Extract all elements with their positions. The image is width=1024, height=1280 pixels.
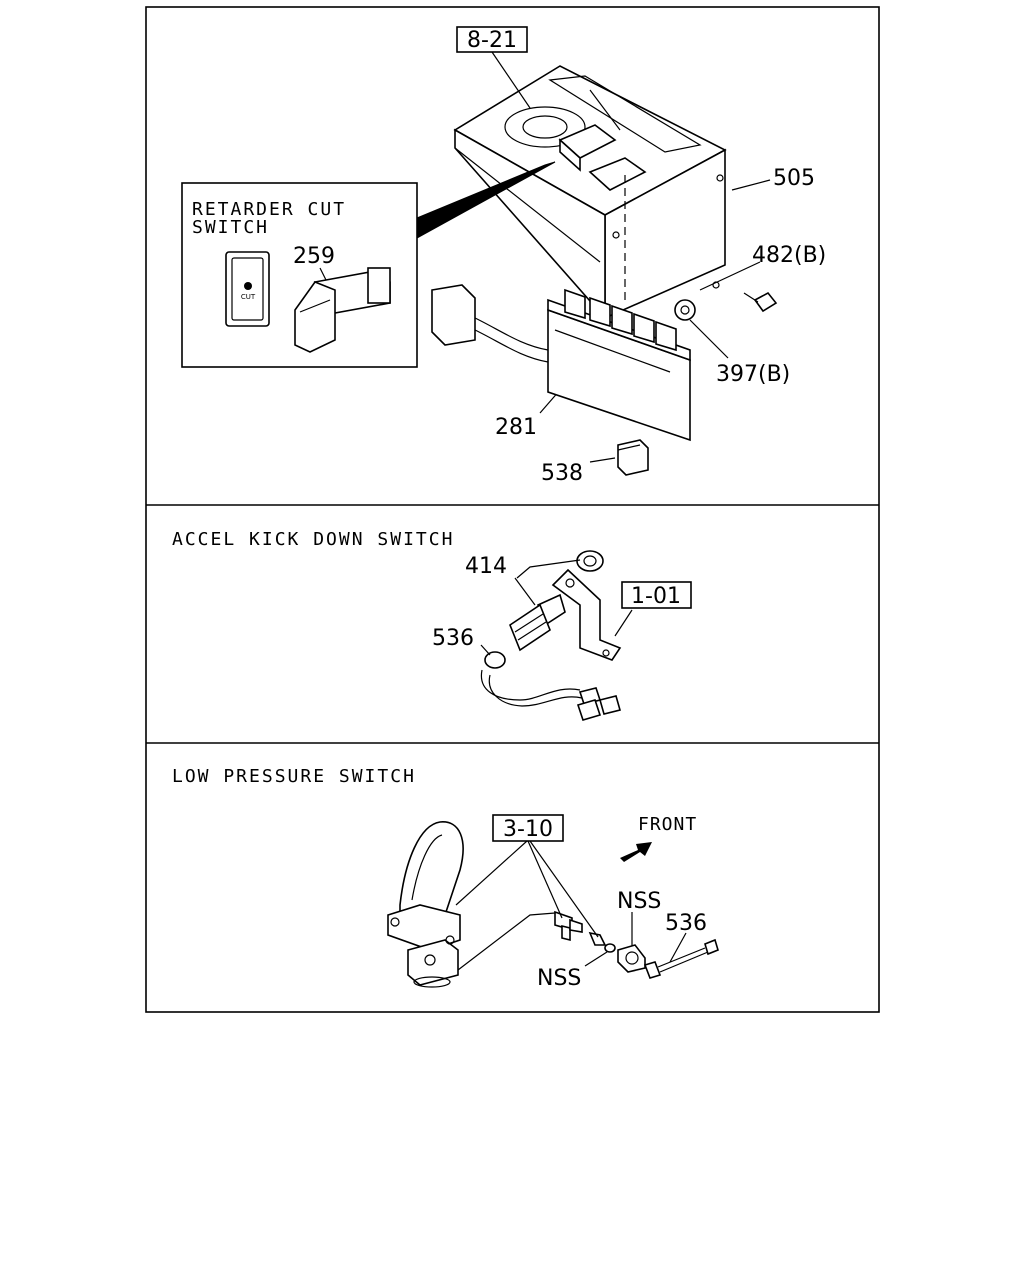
label-538: 538 xyxy=(541,461,583,486)
low-pressure-switch xyxy=(617,944,646,973)
label-505: 505 xyxy=(773,166,815,191)
o-ring xyxy=(604,943,616,953)
nut-414 xyxy=(576,550,604,572)
bolt-482b xyxy=(743,291,778,313)
front-arrow-icon xyxy=(620,842,652,862)
relay-538 xyxy=(617,439,649,476)
switch-face xyxy=(225,251,270,327)
label-281: 281 xyxy=(495,415,537,440)
washer-397b xyxy=(674,299,696,321)
ref-box-1-01 xyxy=(621,581,692,609)
pedal-assembly xyxy=(387,821,464,988)
connector-536-middle xyxy=(480,651,621,721)
label-front: FRONT xyxy=(638,814,697,835)
inset-title-line1: RETARDER CUT xyxy=(192,199,346,220)
retarder-cut-switch-259 xyxy=(294,267,391,353)
label-nss-top: NSS xyxy=(617,889,661,914)
adapter xyxy=(588,931,607,946)
label-536-middle: 536 xyxy=(432,626,474,651)
top-section: RETARDER CUT SWITCH CUT 8-21 505 259 482… xyxy=(181,26,826,486)
console-box xyxy=(453,65,727,321)
kick-down-switch xyxy=(509,593,566,652)
label-259: 259 xyxy=(293,244,335,269)
inset-title-line2: SWITCH xyxy=(192,217,269,238)
tee-fitting xyxy=(554,910,583,942)
bracket xyxy=(551,568,622,661)
switch-face-icon xyxy=(244,282,252,290)
ref-box-8-21 xyxy=(456,26,528,53)
bottom-section: LOW PRESSURE SWITCH xyxy=(172,766,719,991)
ref-box-3-10 xyxy=(492,814,564,842)
connector-536-bottom xyxy=(643,938,719,979)
bottom-section-title: LOW PRESSURE SWITCH xyxy=(172,766,416,787)
inset-box xyxy=(181,182,418,368)
middle-section-title: ACCEL KICK DOWN SWITCH xyxy=(172,529,454,550)
label-482b: 482(B) xyxy=(752,243,826,268)
label-3-10: 3-10 xyxy=(503,817,553,842)
relay-box-281 xyxy=(547,288,691,442)
label-536-bottom: 536 xyxy=(665,911,707,936)
diagram-frame xyxy=(145,6,880,1013)
label-414: 414 xyxy=(465,554,507,579)
middle-section: ACCEL KICK DOWN SWITCH xyxy=(172,529,692,721)
connector-harness xyxy=(431,284,549,363)
label-397b: 397(B) xyxy=(716,362,790,387)
label-1-01: 1-01 xyxy=(631,584,681,609)
label-8-21: 8-21 xyxy=(467,28,517,53)
switch-face-text: CUT xyxy=(241,293,256,301)
label-nss-bottom: NSS xyxy=(537,966,581,991)
